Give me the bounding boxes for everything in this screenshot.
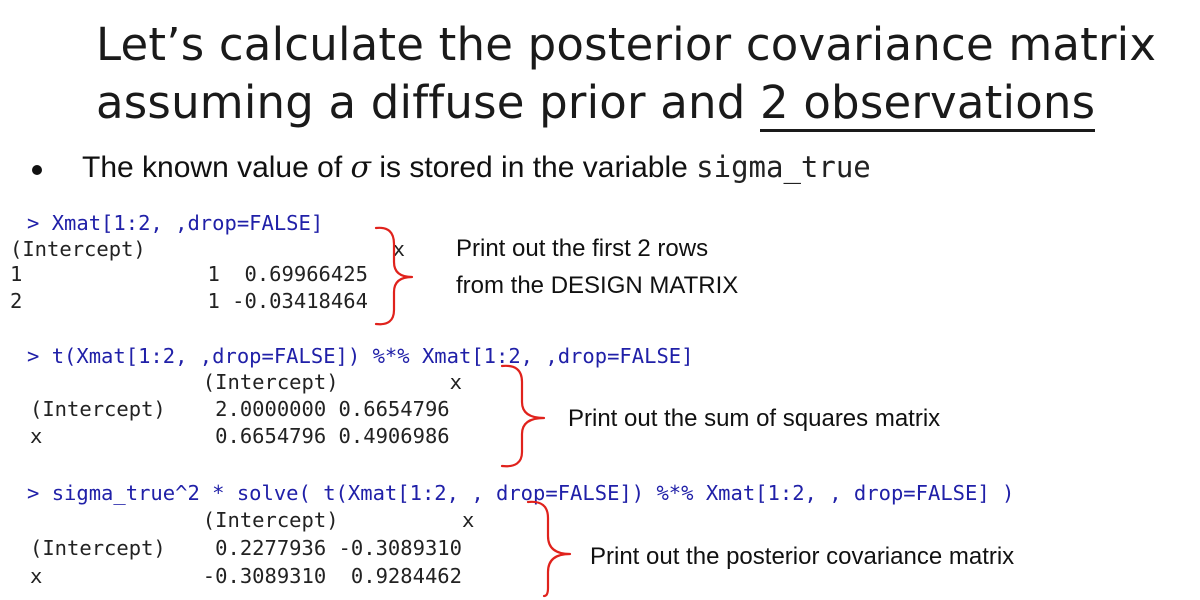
sigma-symbol: σ [350,150,371,185]
block3-row-2: x -0.3089310 0.9284462 [30,564,462,588]
block2-note: Print out the sum of squares matrix [568,405,941,432]
bullet-dot-icon [32,165,42,175]
block3-command-line: > sigma_true^2 * solve( t(Xmat[1:2, , dr… [27,482,1014,505]
block1-command-line: > Xmat[1:2, ,drop=FALSE] [27,212,323,235]
block2-command: t(Xmat[1:2, ,drop=FALSE]) %*% Xmat[1:2, … [51,344,694,368]
block3-prompt: > [27,481,40,505]
slide-title-line-2: assuming a diffuse prior and 2 observati… [96,76,1096,132]
block2-row-1: (Intercept) 2.0000000 0.6654796 [30,397,450,421]
bullet-text-before: The known value of [82,151,351,184]
bullet-text-middle: is stored in the variable [370,151,697,184]
block1-row-2: 2 1 -0.03418464 [10,289,368,313]
block2-header: (Intercept) x [30,370,462,394]
block3-command: sigma_true^2 * solve( t(Xmat[1:2, , drop… [51,481,1015,505]
variable-name: sigma_true [696,150,871,184]
block1-note-line-1: Print out the first 2 rows [456,235,709,262]
block2-brace [500,364,546,468]
title-emphasis: 2 observations [759,76,1096,132]
block1-note-line-2: from the DESIGN MATRIX [456,272,739,299]
block3-note: Print out the posterior covariance matri… [590,543,1015,570]
block2-command-line: > t(Xmat[1:2, ,drop=FALSE]) %*% Xmat[1:2… [27,345,693,368]
block1-prompt: > [27,211,40,235]
slide-title-line-1: Let’s calculate the posterior covariance… [96,18,1157,71]
block2-prompt: > [27,344,40,368]
block1-brace [374,226,414,326]
block1-command: Xmat[1:2, ,drop=FALSE] [51,211,324,235]
block3-row-1: (Intercept) 0.2277936 -0.3089310 [30,536,462,560]
block1-header: (Intercept) x [10,237,405,261]
bullet-text: The known value of σ is stored in the va… [82,150,871,186]
block1-row-1: 1 1 0.69966425 [10,262,368,286]
title-line-2-prefix: assuming a diffuse prior and [96,76,760,129]
block3-brace [526,500,572,598]
block2-row-2: x 0.6654796 0.4906986 [30,424,450,448]
block3-header: (Intercept) x [30,508,475,532]
